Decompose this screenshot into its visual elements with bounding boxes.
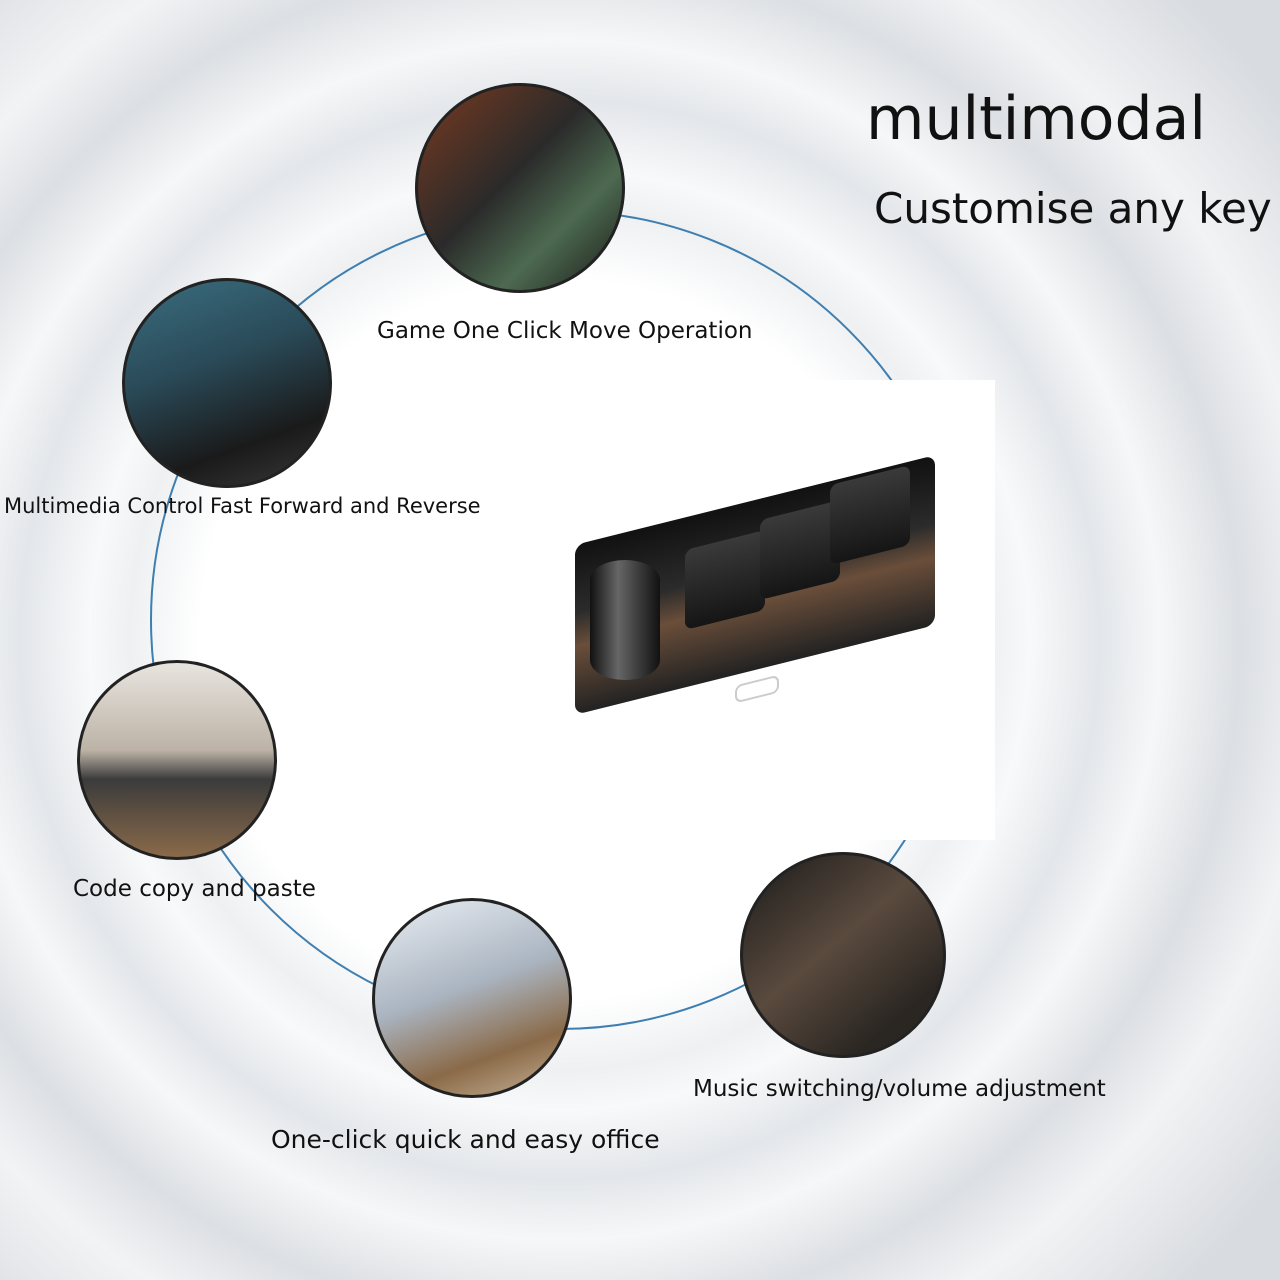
rotary-knob xyxy=(590,560,660,680)
usb-c-port xyxy=(735,674,779,704)
desk-photo xyxy=(77,660,277,860)
headline: multimodal xyxy=(866,84,1207,154)
feature-label-game: Game One Click Move Operation xyxy=(377,318,753,344)
movie-photo xyxy=(122,278,332,488)
macro-keypad-product xyxy=(555,380,995,840)
feature-label-office: One-click quick and easy office xyxy=(271,1125,660,1154)
music-photo xyxy=(740,852,946,1058)
subheadline: Customise any key xyxy=(874,184,1272,233)
gaming-photo xyxy=(415,83,625,293)
feature-label-code: Code copy and paste xyxy=(73,876,316,902)
laptop-photo xyxy=(372,898,572,1098)
feature-label-music: Music switching/volume adjustment xyxy=(693,1076,1106,1102)
feature-label-multimedia: Multimedia Control Fast Forward and Reve… xyxy=(4,494,481,518)
